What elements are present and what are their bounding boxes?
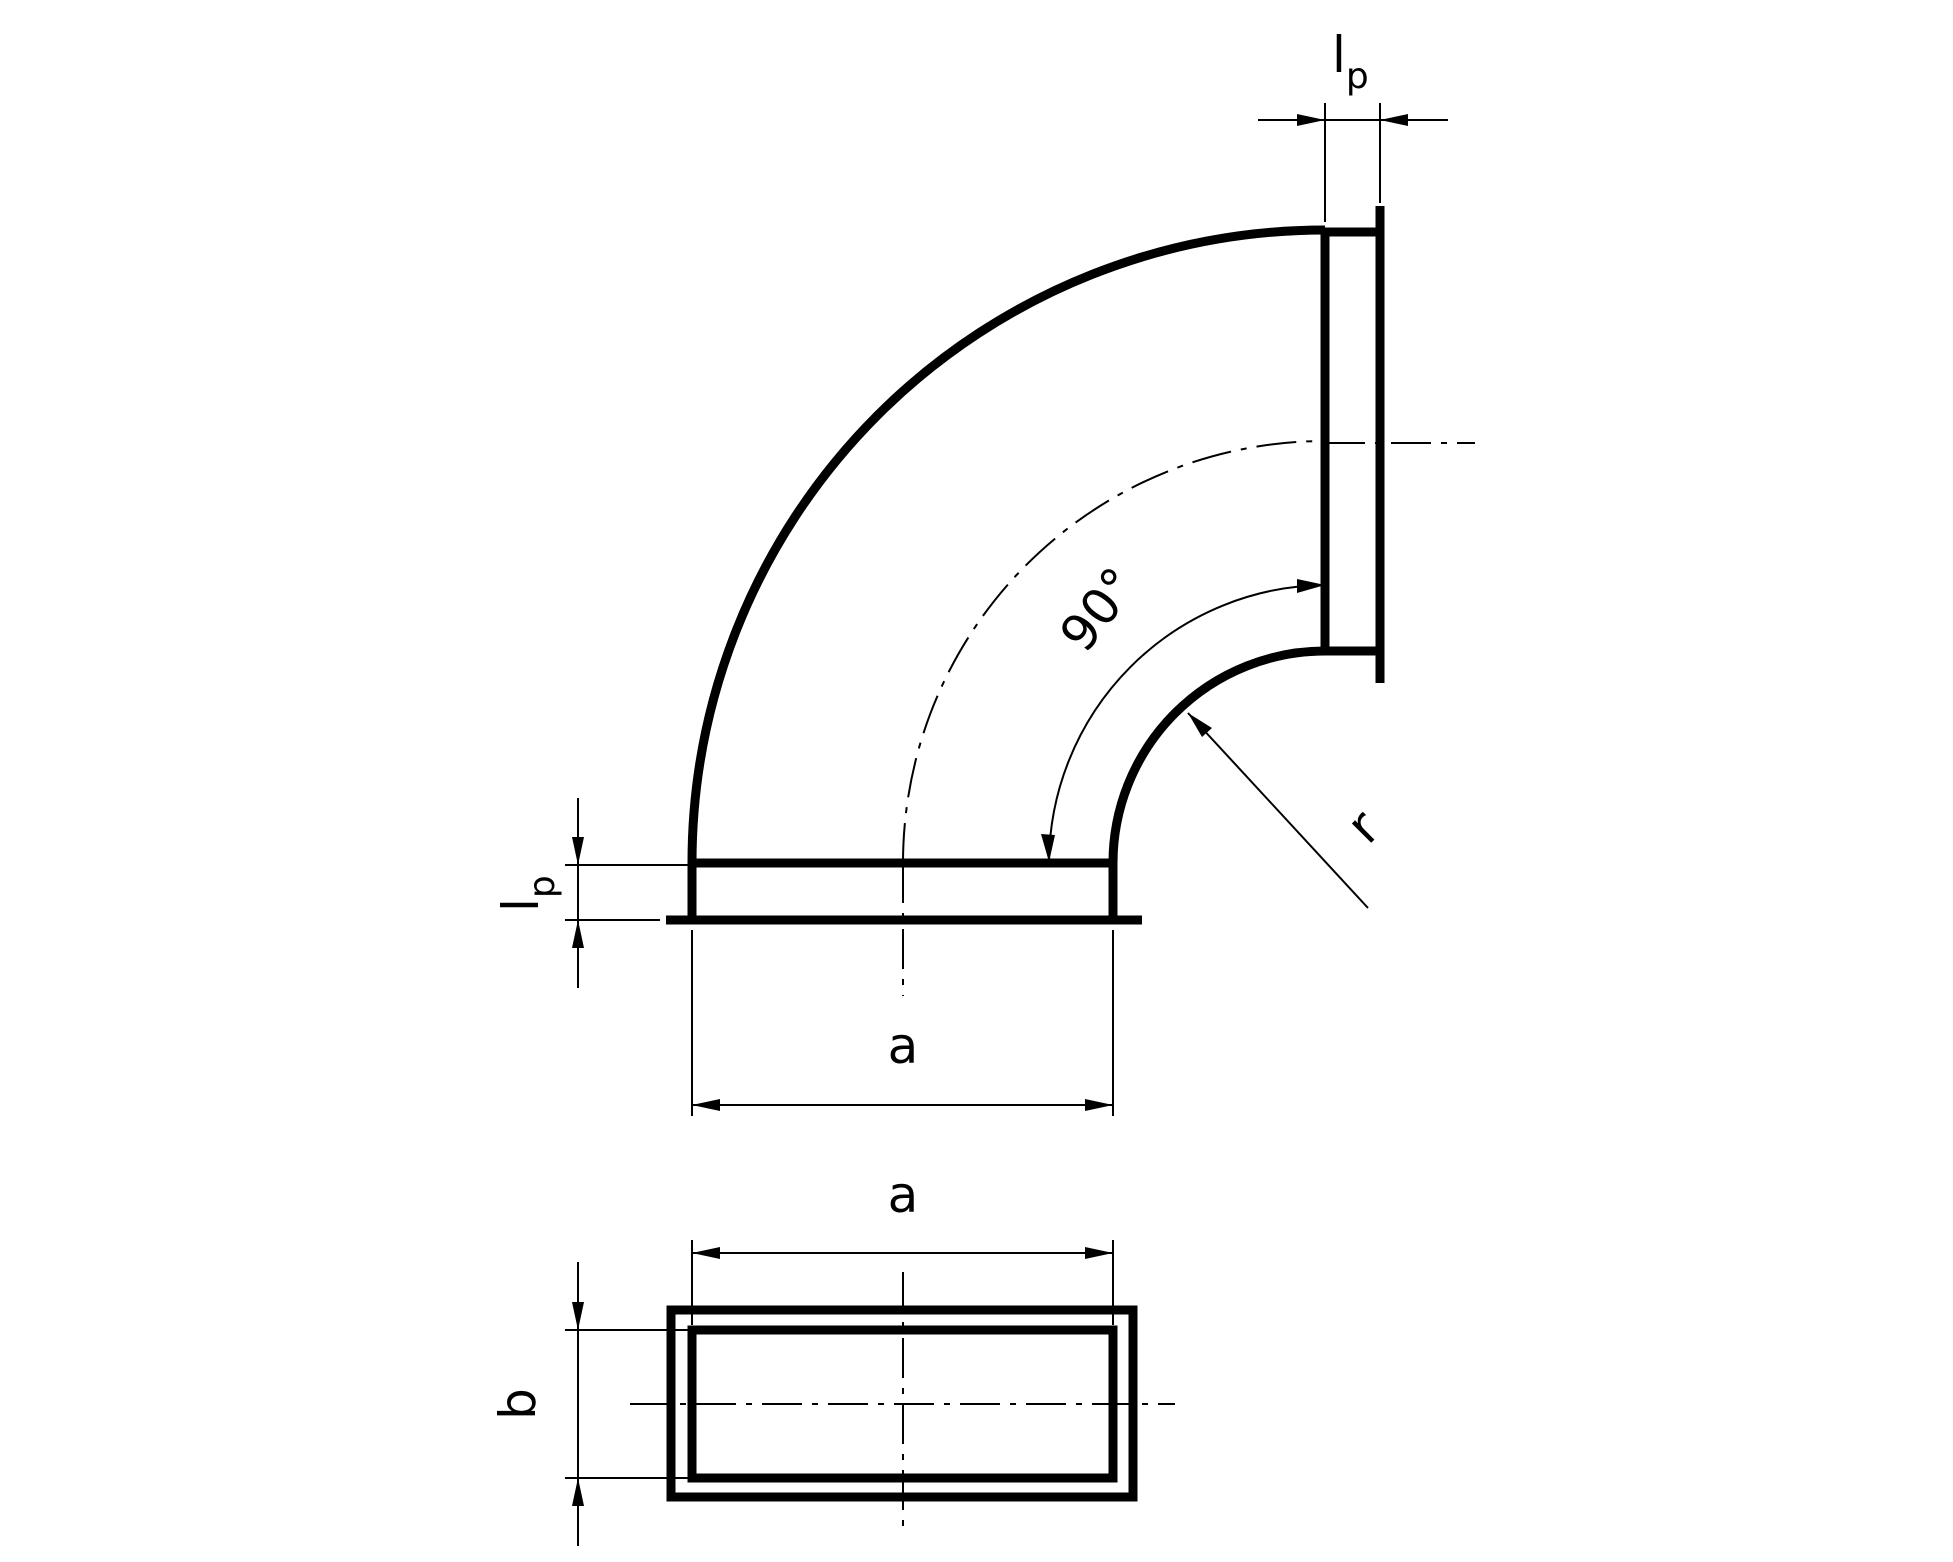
angle-label: 90° (1049, 557, 1149, 663)
elbow-side-view (666, 206, 1475, 996)
radius-dimension: r (1187, 712, 1391, 909)
width-label-side: a (888, 1017, 919, 1075)
height-dimension-section: b (489, 1262, 688, 1546)
left-flange-label: lp (492, 875, 563, 912)
left-flange-dimension: lp (492, 798, 690, 988)
top-flange-dimension: lp (1258, 26, 1448, 222)
width-dimension-section: a (691, 1166, 1114, 1325)
height-label-section: b (489, 1388, 547, 1420)
top-flange-label: lp (1332, 26, 1369, 97)
elbow-centerline-arc (902, 440, 1326, 864)
width-label-section: a (888, 1166, 919, 1224)
width-dimension-side: a (691, 930, 1114, 1116)
right-flange (1325, 206, 1385, 683)
elbow-inner-arc (1108, 646, 1326, 864)
radius-label: r (1335, 799, 1391, 855)
cross-section-view (630, 1272, 1175, 1533)
elbow-outer-arc (687, 225, 1326, 864)
bottom-flange (666, 863, 1142, 925)
